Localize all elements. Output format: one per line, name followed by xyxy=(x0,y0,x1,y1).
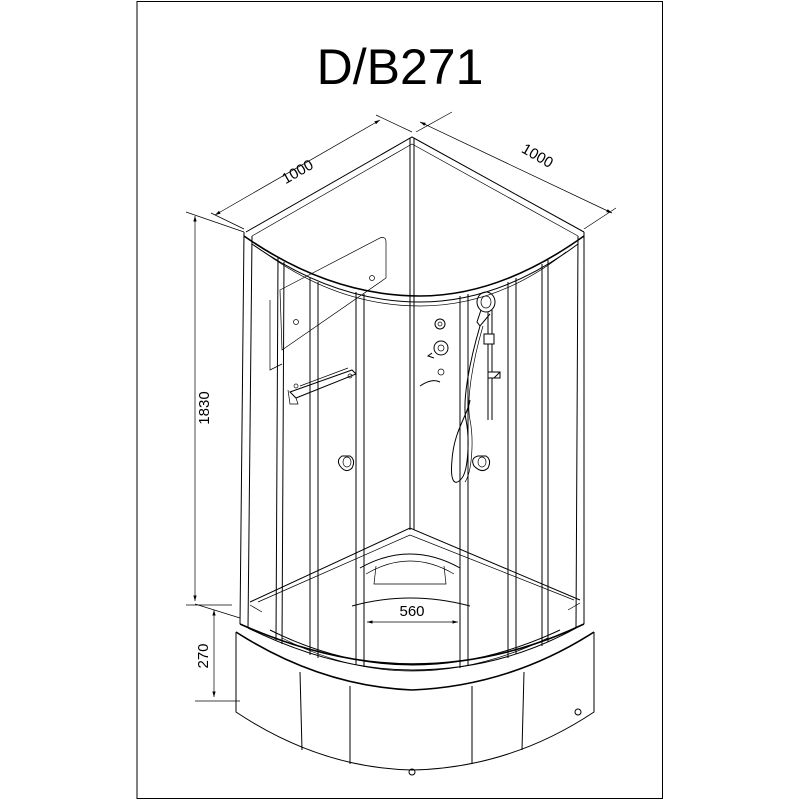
page-border xyxy=(136,1,663,799)
dim-width-right-label: 1000 xyxy=(519,140,556,171)
model-title: D/B271 xyxy=(316,39,484,95)
dimension-width-right: 1000 xyxy=(415,111,617,230)
back-walls xyxy=(245,136,585,603)
dimension-height-tray: 270 xyxy=(194,603,241,702)
shower-fittings xyxy=(337,291,501,483)
dimension-width-left: 1000 xyxy=(210,114,413,230)
front-enclosure xyxy=(239,231,585,671)
dim-width-left-label: 1000 xyxy=(279,156,316,187)
dimension-height-total: 1830 xyxy=(185,211,245,606)
dimension-door-width: 560 xyxy=(367,603,458,624)
dim-height-tray-label: 270 xyxy=(195,643,212,668)
dim-height-total-label: 1830 xyxy=(196,391,213,424)
dim-door-width-label: 560 xyxy=(399,603,424,620)
tray-apron xyxy=(235,631,595,776)
